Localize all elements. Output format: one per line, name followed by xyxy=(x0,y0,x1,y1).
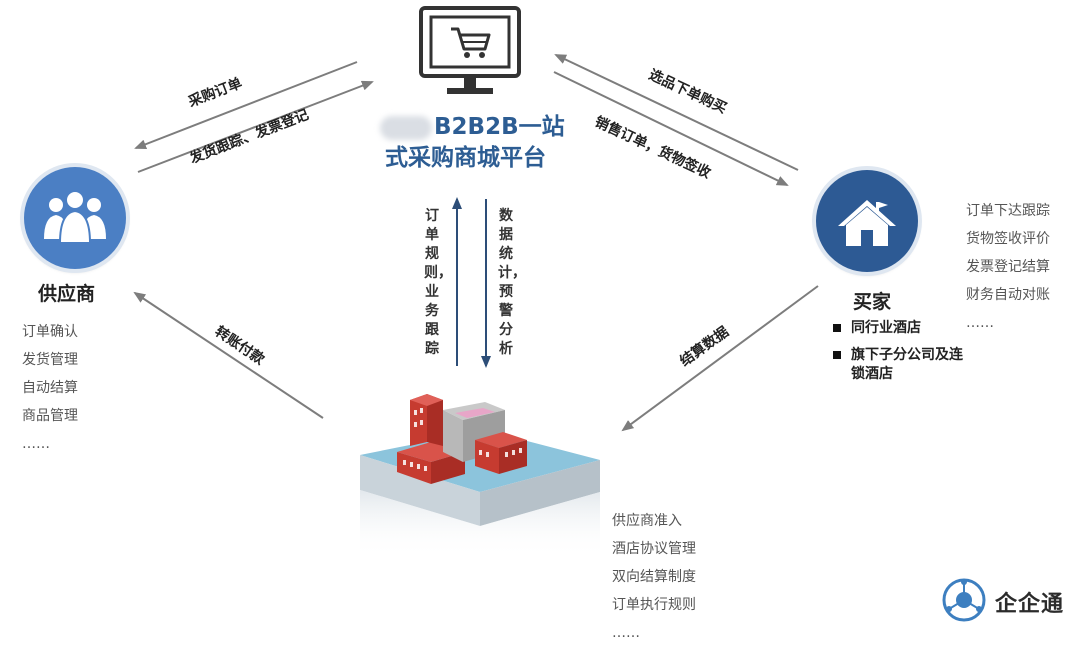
list-item: 货物签收评价 xyxy=(966,231,1050,247)
supplier-circle xyxy=(24,167,126,269)
supplier-function-list: 订单确认 发货管理 自动结算 商品管理 …… xyxy=(22,318,78,458)
list-item: 商品管理 xyxy=(22,408,78,424)
list-item: …… xyxy=(966,315,994,331)
arrow-purchase-order xyxy=(134,61,358,150)
list-item: 财务自动对账 xyxy=(966,287,1050,303)
arrow-select-buy xyxy=(554,54,799,171)
list-item: 供应商准入 xyxy=(612,513,682,529)
buyer-function-list: 订单下达跟踪 货物签收评价 发票登记结算 财务自动对账 …… xyxy=(966,197,1050,337)
arrow-sales-order xyxy=(553,71,789,186)
label-order-rules-tracking: 订单规则，业务跟踪 xyxy=(424,208,452,357)
blurred-brand-name xyxy=(380,116,432,140)
list-item: 自动结算 xyxy=(22,380,78,396)
logo-text: 企企通 xyxy=(995,592,1065,617)
arrow-settlement-data xyxy=(621,285,819,432)
list-item: 双向结算制度 xyxy=(612,569,696,585)
supplier-title: 供应商 xyxy=(38,283,96,305)
list-item: 订单下达跟踪 xyxy=(966,203,1050,219)
list-item: …… xyxy=(612,625,640,641)
buyer-title: 买家 xyxy=(853,291,892,313)
list-item: …… xyxy=(22,436,50,452)
buyer-type-list: 同行业酒店 旗下子分公司及连锁酒店 xyxy=(833,319,963,392)
platform-title-line1: B2B2B一站 xyxy=(434,114,565,140)
arrow-shipping-invoice xyxy=(137,80,374,173)
network-logo-icon xyxy=(942,578,986,622)
list-item: 酒店协议管理 xyxy=(612,541,696,557)
factory-building-icon xyxy=(360,394,600,558)
list-item: 订单确认 xyxy=(22,324,78,340)
platform-title-line2: 式采购商城平台 xyxy=(385,145,546,171)
list-item: 同行业酒店 xyxy=(833,319,963,338)
list-item: 旗下子分公司及连锁酒店 xyxy=(833,346,963,384)
list-item: 发货管理 xyxy=(22,352,78,368)
list-item: 发票登记结算 xyxy=(966,259,1050,275)
people-group-icon xyxy=(44,190,106,244)
monitor-cart-icon xyxy=(419,6,521,94)
buyer-circle xyxy=(816,170,918,272)
house-icon xyxy=(838,200,896,246)
arrow-transfer-payment xyxy=(133,291,324,419)
label-stats-warning: 数据统计，预警分析 xyxy=(498,208,526,357)
list-item: 订单执行规则 xyxy=(612,597,696,613)
hq-function-list: 供应商准入 酒店协议管理 双向结算制度 订单执行规则 …… xyxy=(612,507,696,647)
